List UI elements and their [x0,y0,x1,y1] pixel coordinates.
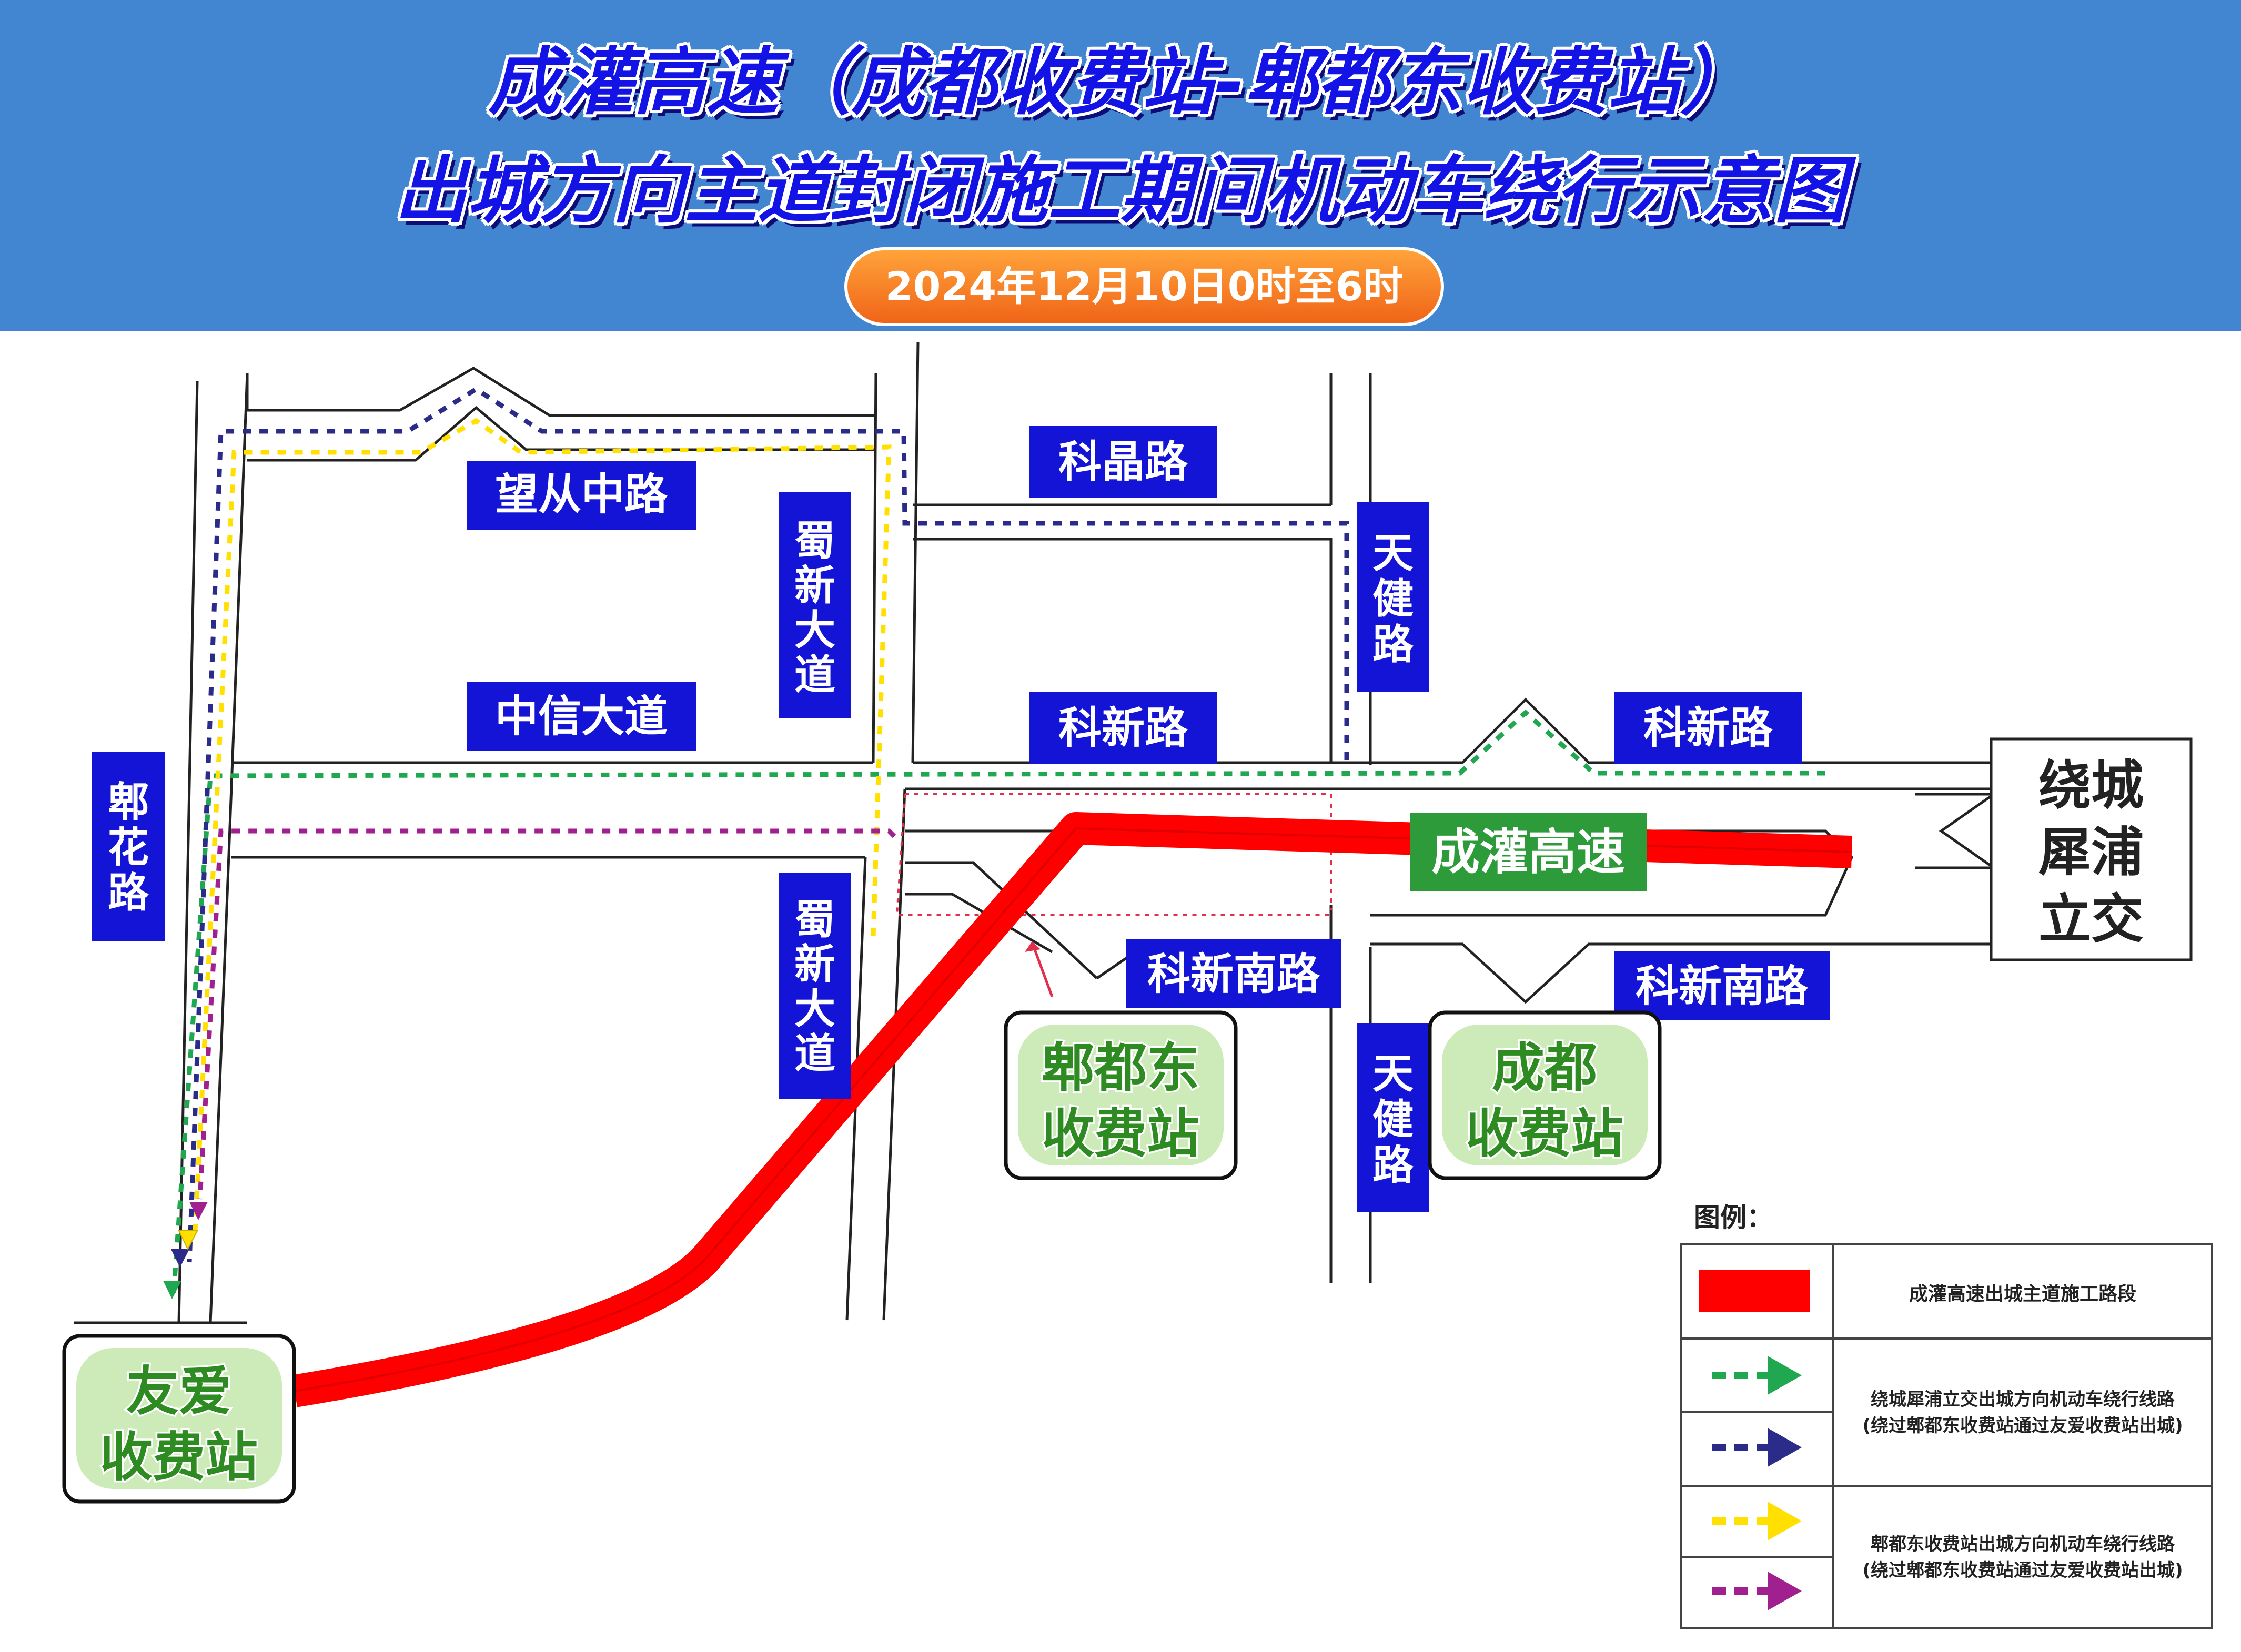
legend-construction-text: 成灌高速出城主道施工路段 [1909,1283,2136,1305]
detour-routes [171,386,1825,1294]
interchange-line2: 犀浦 [2038,822,2144,883]
station-chengdu-bg [1442,1025,1648,1165]
label-tianjian-2-char-2: 健 [1372,1096,1414,1143]
road-interchange-stub [1915,793,1998,869]
road-wangcong-upper [246,367,876,417]
road-kejing-lower [913,538,1333,763]
construction-segment-edge [294,827,1852,1392]
label-tianjian-1-char-3: 路 [1372,621,1414,668]
interchange-line3: 立交 [2038,888,2144,950]
road-wangcong-top [247,406,876,462]
label-tianjian-2-char-3: 路 [1372,1142,1414,1189]
label-chengguan: 成灌高速 [1431,824,1625,880]
page-title-line1: 成灌高速（成都收费站-郫都东收费站） [488,40,1753,125]
legend: 图例： 成灌高速出城主道施工路段 绕城犀浦立交出城方向机动车绕行线路 (绕过郫都… [1680,1202,2213,1629]
dashed-arrow-icon [1768,1428,1802,1467]
label-wangcong: 望从中路 [495,470,668,520]
label-shuxin-2-char-2: 新 [794,941,835,988]
station-youai-line2: 收费站 [100,1426,258,1488]
road-offramp-inner [905,893,1053,954]
date-badge: 2024年12月10日0时至6时 [844,247,1444,326]
label-box-kejing [1029,426,1217,498]
label-kexin-1: 科新路 [1058,703,1188,753]
label-box-chengguan [1410,813,1647,891]
label-pihua-char-3: 路 [108,869,149,917]
label-box-tianjian-1 [1357,502,1429,692]
label-shuxin-1-char-2: 新 [794,562,835,610]
label-shuxin-1-char-3: 大 [794,607,835,654]
label-shuxin-1-char-1: 蜀 [794,518,835,565]
label-shuxin-2-char-4: 道 [794,1030,835,1078]
label-kexin-south-2: 科新南路 [1636,961,1809,1011]
label-box-kexin-1 [1029,692,1217,764]
label-box-shuxin-1 [779,492,851,718]
ramp-pointer-head [1025,941,1041,952]
station-chengdu-line1: 成都 [1492,1037,1597,1099]
legend-route-a-line1: 绕城犀浦立交出城方向机动车绕行线路 [1871,1389,2175,1410]
route-navy-arrow-icon [171,1249,189,1268]
legend-route-b-line1: 郫都东收费站出城方向机动车绕行线路 [1871,1534,2175,1555]
ramp-pointer [1032,946,1054,997]
dashed-arrow-icon [1768,1572,1802,1610]
dashed-arrow-icon [1768,1356,1802,1395]
road-shuxin-left-upper [872,373,877,763]
legend-route-a-line2: (绕过郫都东收费站通过友爱收费站出城) [1862,1415,2183,1436]
road-pihua-right-lower [209,854,230,1323]
interchange-box [1990,737,2193,961]
ramp-outline-left [895,794,1331,916]
label-kexin-2: 科新路 [1643,703,1773,753]
station-pidudong-line2: 收费站 [1042,1103,1199,1164]
road-kexin-south [1370,942,1994,1004]
label-box-wangcong [467,461,696,530]
header-banner: 成灌高速（成都收费站-郫都东收费站） 出城方向主道封闭施工期间机动车绕行示意图 … [0,0,2241,331]
road-offramp-outer [905,861,1098,979]
page-title-line2: 出城方向主道封闭施工期间机动车绕行示意图 [394,148,1846,233]
route-purple-arrow-icon [189,1202,208,1220]
road-pihua-left [177,381,199,1323]
route-yellow [192,418,892,1242]
label-box-kexin-2 [1614,692,1802,764]
label-shuxin-2-char-3: 大 [794,986,835,1033]
route-green [171,709,1825,1294]
route-navy [187,386,1349,1263]
label-tianjian-1-char-1: 天 [1372,530,1414,577]
label-box-shuxin-2 [779,873,851,1099]
label-zhongxin: 中信大道 [495,692,668,742]
dashed-arrow-icon [1768,1502,1802,1540]
label-shuxin-1-char-4: 道 [794,652,835,699]
station-chengdu-line2: 收费站 [1466,1103,1623,1164]
label-tianjian-2-char-1: 天 [1372,1050,1414,1098]
label-box-zhongxin [467,682,696,751]
road-pihua-right-upper [227,373,249,855]
label-pihua-char-1: 郫 [108,779,149,826]
label-shuxin-2-char-1: 蜀 [794,896,835,944]
ramp-outline-top [905,793,1332,910]
label-box-pihua [92,752,165,941]
label-box-kexin-south-2 [1614,951,1830,1020]
label-kexin-south-1: 科新南路 [1147,949,1320,999]
station-youai-line1: 友爱 [126,1361,231,1422]
label-box-kexin-south-1 [1126,939,1341,1008]
route-yellow-arrow-icon [178,1230,198,1251]
label-kejing: 科晶路 [1058,437,1188,487]
route-purple [197,828,896,1200]
road-labels: 望从中路 中信大道 科晶路 科新路 科新路 科新南路 科新南路 蜀 新 大 道 [92,426,1830,1212]
legend-construction-swatch [1699,1270,1810,1312]
label-box-tianjian-2 [1357,1023,1429,1212]
interchange-line1: 绕城 [2038,755,2144,816]
route-green-arrow-icon [163,1281,181,1299]
label-tianjian-1-char-2: 健 [1372,575,1414,623]
toll-stations: 郫都东 收费站 成都 收费站 友爱 收费站 [62,1010,1662,1504]
station-pidudong-line1: 郫都东 [1042,1037,1199,1099]
legend-title: 图例： [1694,1202,1773,1233]
label-pihua-char-2: 花 [108,824,149,871]
station-youai-bg [76,1348,282,1489]
station-pidudong-bg [1018,1025,1224,1165]
road-shuxin-right-upper [911,341,920,763]
construction-ramp-outline [895,793,1332,916]
legend-route-b-line2: (绕过郫都东收费站通过友爱收费站出城) [1862,1560,2183,1581]
